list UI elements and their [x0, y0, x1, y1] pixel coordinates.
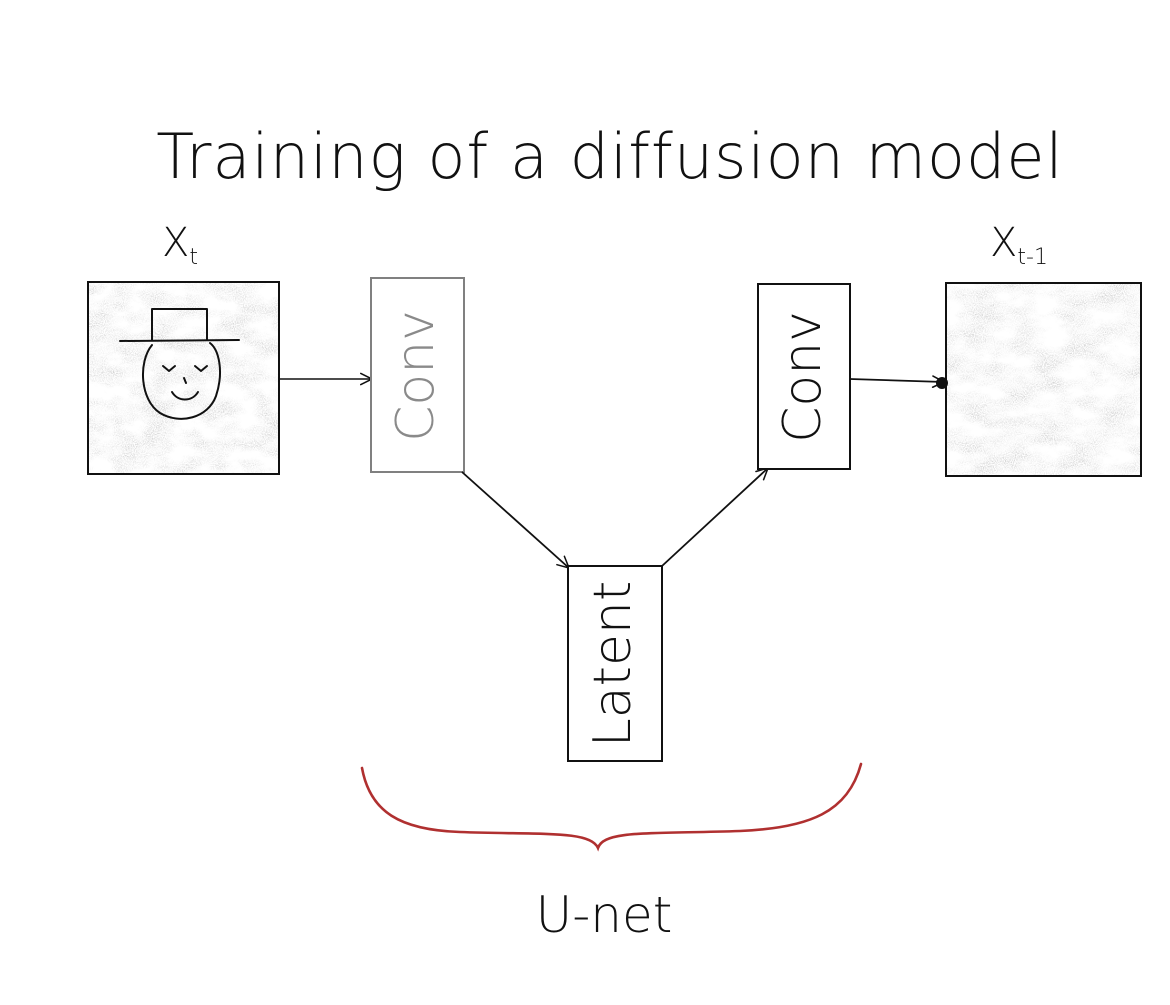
- conv-in-label: Conv: [386, 310, 446, 442]
- arrow-conv-to-output: [849, 379, 944, 382]
- latent-label: Latent: [583, 581, 643, 748]
- output-noisy-image: [945, 282, 1142, 477]
- conv-out-block: Conv: [757, 283, 851, 470]
- latent-block: Latent: [567, 565, 663, 762]
- unet-brace: [360, 762, 863, 852]
- input-label-sub: t: [189, 245, 198, 270]
- output-label-main: X: [990, 220, 1017, 266]
- conv-out-label: Conv: [773, 311, 833, 443]
- arrow-conv-to-latent: [461, 471, 569, 568]
- arrow-latent-to-conv: [661, 468, 768, 567]
- input-image-label: Xt: [162, 220, 198, 270]
- conv-in-block: Conv: [370, 277, 465, 473]
- input-noisy-image: [87, 281, 280, 475]
- arrow-endpoint-dot: [936, 377, 948, 389]
- diagram-title: Training of a diffusion model: [156, 120, 1063, 193]
- sketched-face-with-top-hat-icon: [119, 308, 240, 420]
- output-image-label: Xt-1: [990, 220, 1048, 270]
- output-label-sub: t-1: [1017, 245, 1048, 270]
- input-label-main: X: [162, 220, 189, 266]
- unet-label: U-net: [536, 886, 673, 944]
